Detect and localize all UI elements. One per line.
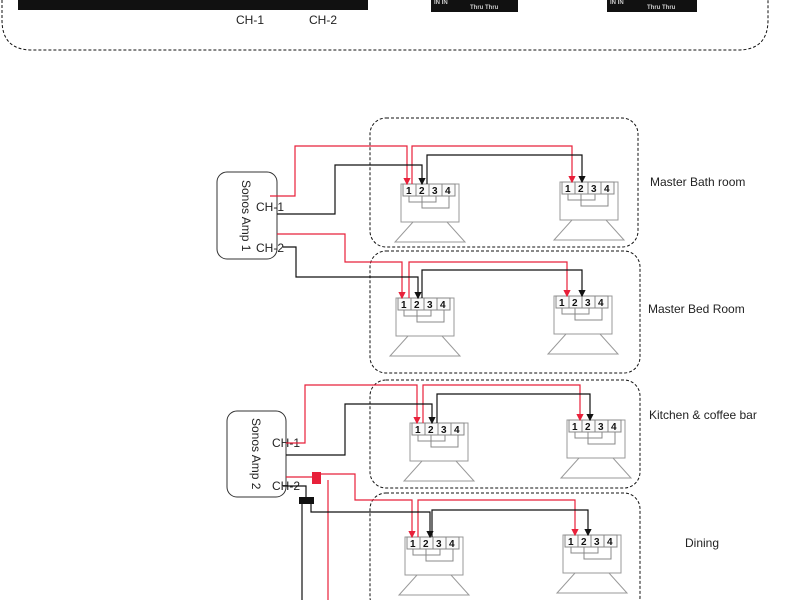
terminal-label: 1 (406, 186, 412, 197)
wire-amp1-ch2-pos-2 (408, 261, 571, 298)
terminal-label: 3 (585, 298, 591, 309)
amp-ch1: CH-1 (256, 200, 284, 214)
terminal-label: 3 (441, 425, 447, 436)
terminal-label: 3 (591, 184, 597, 195)
top-ch2-label: CH-2 (309, 13, 337, 27)
zone-master-bed (369, 250, 641, 374)
amp-name: Sonos Amp 1 (239, 180, 253, 252)
top-amp-device (18, 0, 368, 10)
amp-name: Sonos Amp 2 (249, 418, 263, 490)
wire-amp1-ch2-neg-2 (421, 269, 586, 298)
terminal-label: 1 (559, 298, 565, 309)
terminal-label: 2 (423, 539, 429, 550)
terminal-label: 4 (604, 184, 610, 195)
terminal-label: 4 (611, 422, 617, 433)
terminal-label: 1 (401, 300, 407, 311)
terminal-label: 4 (607, 537, 613, 548)
wire-amp1-ch1-neg (277, 164, 426, 215)
svg-text:Thru Thru: Thru Thru (647, 5, 676, 11)
svg-text:IN IN: IN IN (610, 0, 624, 6)
terminal-label: 2 (581, 537, 587, 548)
terminal-label: 1 (565, 184, 571, 195)
wire-amp2-ch1-neg (286, 403, 436, 456)
terminal-label: 4 (449, 539, 455, 550)
top-zone-border (1, 0, 769, 51)
terminal-label: 2 (414, 300, 420, 311)
terminal-label: 1 (415, 425, 421, 436)
zone-label: Master Bath room (650, 175, 745, 189)
top-device-1: IN IN Thru Thru (431, 0, 518, 12)
black-splice-connector (299, 497, 314, 504)
sonos-amp-2: Sonos Amp 2 CH-1 CH-2 (226, 410, 300, 498)
wire-amp1-ch2-neg (283, 246, 422, 300)
terminal-label: 3 (427, 300, 433, 311)
svg-text:IN IN: IN IN (434, 0, 448, 6)
terminal-label: 1 (410, 539, 416, 550)
zone-kitchen (369, 379, 641, 489)
svg-text:Thru Thru: Thru Thru (470, 5, 499, 11)
wire-amp2-ch2-pos (286, 473, 412, 537)
top-ch1-label: CH-1 (236, 13, 264, 27)
zone-label: Master Bed Room (648, 302, 745, 316)
terminal-label: 3 (598, 422, 604, 433)
terminal-label: 2 (419, 186, 425, 197)
zone-master-bath (369, 117, 639, 248)
wire-amp1-ch2-pos (277, 233, 406, 300)
wire-amp1-ch1-neg-2 (426, 154, 586, 184)
sonos-amp-1: Sonos Amp 1 CH-1 CH-2 (216, 171, 284, 260)
wire-amp2-ch1-pos-2 (422, 384, 584, 423)
terminal-label: 2 (578, 184, 584, 195)
terminal-label: 2 (572, 298, 578, 309)
terminal-label: 3 (436, 539, 442, 550)
wire-amp2-ch1-neg-2 (436, 393, 594, 423)
terminal-label: 2 (428, 425, 434, 436)
terminal-label: 4 (598, 298, 604, 309)
terminal-label: 4 (454, 425, 460, 436)
terminal-label: 4 (440, 300, 446, 311)
terminal-label: 2 (585, 422, 591, 433)
wire-amp2-ch2-pos-2 (417, 499, 579, 537)
terminal-label: 3 (432, 186, 438, 197)
terminal-label: 3 (594, 537, 600, 548)
amp-ch2: CH-2 (256, 241, 284, 255)
red-splice-connector (312, 472, 321, 484)
terminal-label: 1 (568, 537, 574, 548)
wire-amp1-ch1-pos (270, 145, 411, 197)
zone-dining (369, 492, 641, 600)
top-device-2: IN IN Thru Thru (607, 0, 697, 12)
terminal-label: 4 (445, 186, 451, 197)
zone-label: Kitchen & coffee bar (649, 408, 757, 422)
wire-amp2-ch2-neg-2 (431, 509, 592, 537)
wire-amp1-ch1-pos-2 (411, 145, 576, 184)
wire-amp2-ch2-neg (283, 485, 430, 537)
zone-label: Dining (685, 536, 719, 550)
terminal-label: 1 (572, 422, 578, 433)
wire-amp2-ch1-pos (286, 384, 421, 444)
